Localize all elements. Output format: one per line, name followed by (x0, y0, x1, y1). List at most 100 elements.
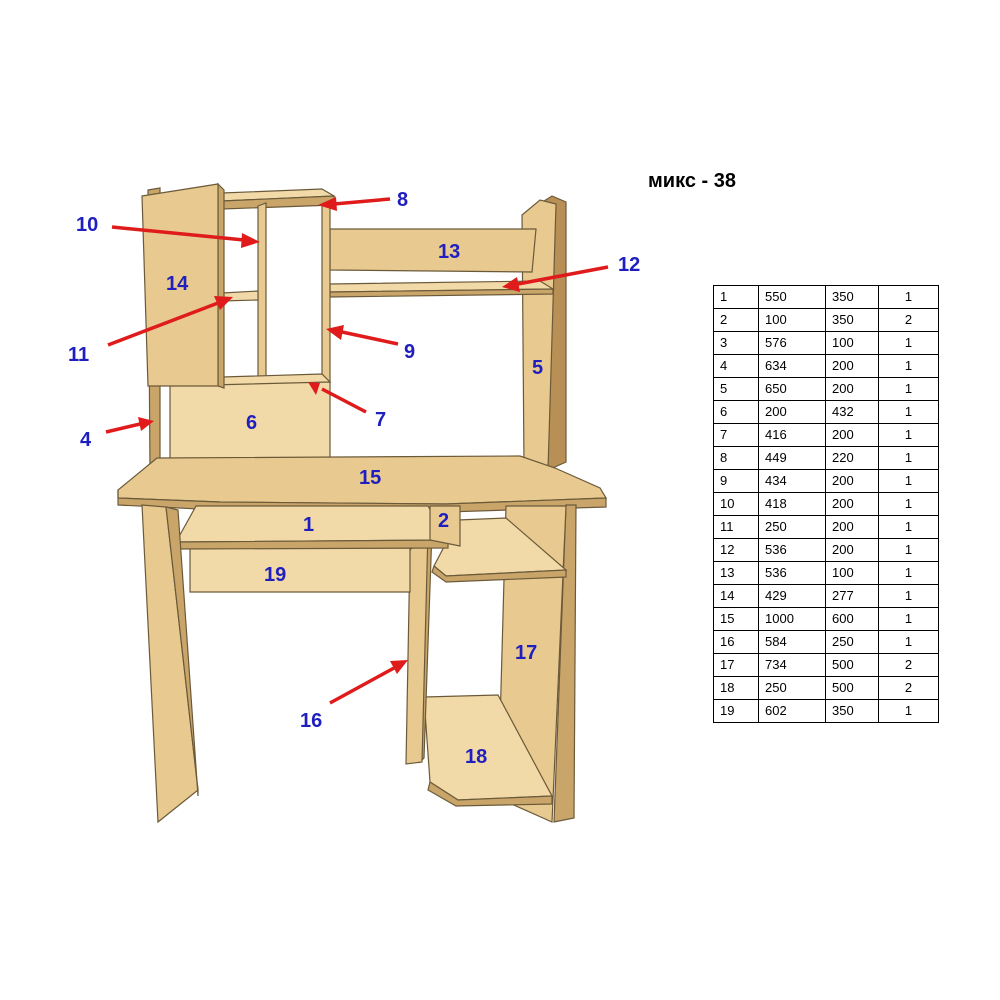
panel-19 (189, 547, 411, 593)
label-16: 16 (300, 710, 322, 732)
table-cell: 5 (713, 377, 759, 401)
table-cell: 2 (878, 308, 939, 332)
table-cell: 220 (825, 446, 879, 470)
table-cell: 350 (825, 699, 879, 723)
table-cell: 8 (713, 446, 759, 470)
table-cell: 1 (878, 699, 939, 723)
table-cell: 500 (825, 676, 879, 700)
diagram-title: микс - 38 (648, 170, 736, 192)
label-1: 1 (303, 514, 314, 536)
table-cell: 734 (758, 653, 826, 677)
panel-9 (321, 204, 331, 383)
table-cell: 536 (758, 561, 826, 585)
table-cell: 550 (758, 285, 826, 309)
table-cell: 250 (758, 676, 826, 700)
label-9: 9 (404, 341, 415, 363)
table-cell: 1 (878, 354, 939, 378)
label-18: 18 (465, 746, 487, 768)
table-cell: 449 (758, 446, 826, 470)
table-cell: 100 (825, 331, 879, 355)
panel-1 (174, 505, 450, 550)
label-19: 19 (264, 564, 286, 586)
label-14: 14 (166, 273, 189, 295)
panel-13 (329, 228, 537, 273)
table-cell: 350 (825, 308, 879, 332)
arrow-4 (105, 417, 154, 434)
table-cell: 250 (758, 515, 826, 539)
table-cell: 1 (878, 400, 939, 424)
table-cell: 200 (825, 515, 879, 539)
table-cell: 434 (758, 469, 826, 493)
table-cell: 10 (713, 492, 759, 516)
table-cell: 350 (825, 285, 879, 309)
table-cell: 1 (878, 515, 939, 539)
arrow-16 (329, 660, 408, 705)
table-cell: 600 (825, 607, 879, 631)
table-cell: 1 (878, 492, 939, 516)
table-cell: 100 (758, 308, 826, 332)
label-10: 10 (76, 214, 98, 236)
table-cell: 15 (713, 607, 759, 631)
table-cell: 1 (713, 285, 759, 309)
arrow-10 (111, 225, 260, 248)
table-cell: 277 (825, 584, 879, 608)
label-8: 8 (397, 189, 408, 211)
table-cell: 17 (713, 653, 759, 677)
table-cell: 1 (878, 331, 939, 355)
label-13: 13 (438, 241, 460, 263)
table-cell: 19 (713, 699, 759, 723)
arrow-11 (107, 296, 233, 347)
table-cell: 1 (878, 423, 939, 447)
table-cell: 18 (713, 676, 759, 700)
table-cell: 200 (825, 354, 879, 378)
label-12: 12 (618, 254, 640, 276)
table-cell: 200 (825, 423, 879, 447)
arrow-7 (308, 382, 367, 414)
label-6: 6 (246, 412, 257, 434)
table-cell: 1 (878, 538, 939, 562)
table-cell: 3 (713, 331, 759, 355)
arrow-12 (502, 265, 609, 292)
table-cell: 1 (878, 469, 939, 493)
table-cell: 576 (758, 331, 826, 355)
table-cell: 9 (713, 469, 759, 493)
label-7: 7 (375, 409, 386, 431)
table-cell: 16 (713, 630, 759, 654)
table-cell: 1 (878, 285, 939, 309)
table-cell: 200 (825, 492, 879, 516)
table-cell: 1 (878, 630, 939, 654)
table-cell: 432 (825, 400, 879, 424)
table-cell: 2 (713, 308, 759, 332)
label-11: 11 (68, 344, 89, 366)
table-cell: 1 (878, 377, 939, 401)
table-cell: 418 (758, 492, 826, 516)
table-cell: 4 (713, 354, 759, 378)
table-cell: 7 (713, 423, 759, 447)
table-cell: 634 (758, 354, 826, 378)
panel-16 (405, 528, 433, 765)
arrow-9 (326, 325, 399, 346)
label-2: 2 (438, 510, 449, 532)
table-cell: 1 (878, 607, 939, 631)
panel-18 (423, 694, 553, 807)
table-cell: 1 (878, 584, 939, 608)
table-cell: 12 (713, 538, 759, 562)
table-cell: 500 (825, 653, 879, 677)
